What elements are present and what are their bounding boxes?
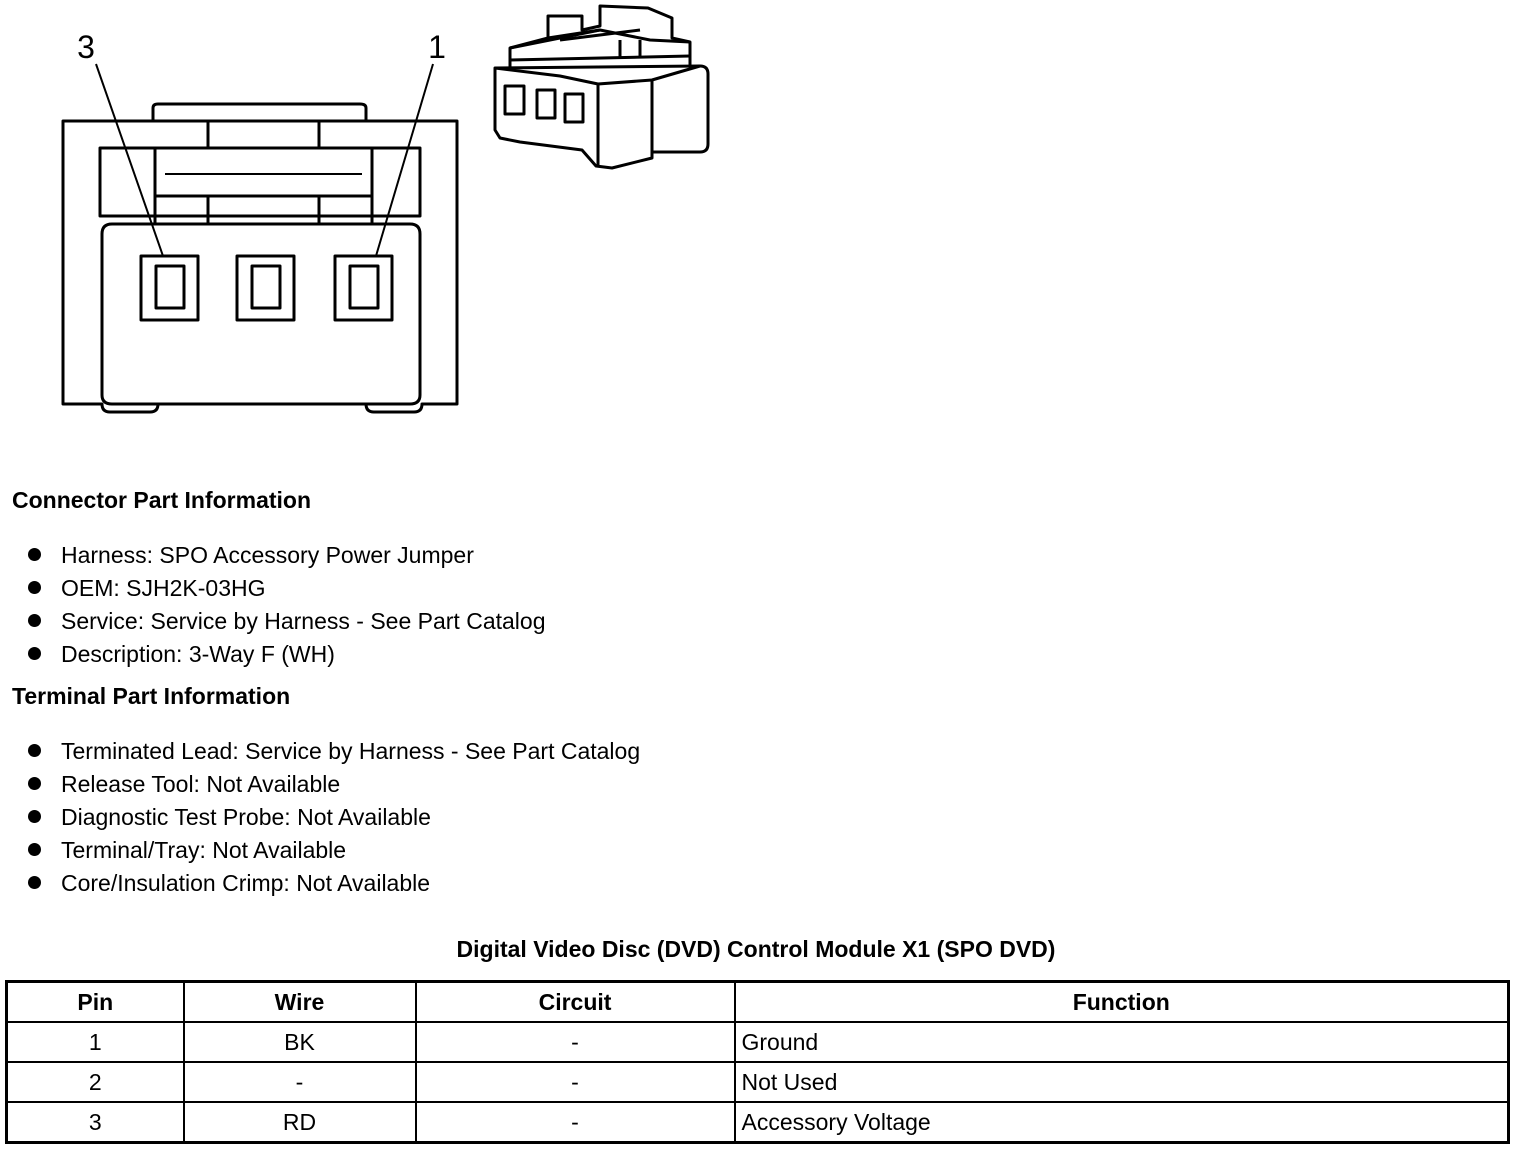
list-item: Release Tool: Not Available — [28, 767, 640, 800]
cell-wire: RD — [182, 1101, 417, 1144]
cell-pin: 2 — [5, 1061, 185, 1103]
bullet-icon — [28, 548, 41, 561]
list-item: Diagnostic Test Probe: Not Available — [28, 800, 640, 833]
bullet-icon — [28, 876, 41, 889]
list-item: Harness: SPO Accessory Power Jumper — [28, 538, 545, 571]
table-row: 1 BK - Ground — [5, 1021, 1510, 1063]
bullet-icon — [28, 647, 41, 660]
cell-wire: - — [182, 1061, 417, 1103]
bullet-icon — [28, 777, 41, 790]
bullet-icon — [28, 810, 41, 823]
column-header-function: Function — [733, 980, 1510, 1023]
column-header-wire: Wire — [182, 980, 417, 1023]
connector-info-heading: Connector Part Information — [12, 487, 312, 513]
list-item: Service: Service by Harness - See Part C… — [28, 604, 545, 637]
list-item: Terminal/Tray: Not Available — [28, 833, 640, 866]
cell-pin: 1 — [5, 1021, 185, 1063]
list-item: Terminated Lead: Service by Harness - Se… — [28, 734, 640, 767]
bullet-icon — [28, 744, 41, 757]
cell-function: Accessory Voltage — [733, 1101, 1510, 1144]
cell-pin: 3 — [5, 1101, 185, 1144]
cell-circuit: - — [414, 1101, 736, 1144]
column-header-pin: Pin — [5, 980, 185, 1023]
table-header-row: Pin Wire Circuit Function — [5, 980, 1510, 1023]
bullet-icon — [28, 614, 41, 627]
list-item: OEM: SJH2K-03HG — [28, 571, 545, 604]
terminal-info-heading: Terminal Part Information — [12, 683, 291, 709]
bullet-icon — [28, 843, 41, 856]
cell-circuit: - — [414, 1061, 736, 1103]
cell-function: Not Used — [733, 1061, 1510, 1103]
pin-label-3: 3 — [77, 29, 95, 65]
table-row: 2 - - Not Used — [5, 1061, 1510, 1103]
pinout-table: Pin Wire Circuit Function 1 BK - Ground … — [5, 980, 1510, 1144]
connector-diagram: 3 1 — [61, 4, 710, 414]
column-header-circuit: Circuit — [414, 980, 736, 1023]
table-title: Digital Video Disc (DVD) Control Module … — [456, 936, 1056, 962]
bullet-icon — [28, 581, 41, 594]
list-item: Core/Insulation Crimp: Not Available — [28, 866, 640, 899]
connector-info-list: Harness: SPO Accessory Power Jumper OEM:… — [28, 538, 545, 670]
cell-function: Ground — [733, 1021, 1510, 1063]
table-row: 3 RD - Accessory Voltage — [5, 1101, 1510, 1144]
terminal-info-list: Terminated Lead: Service by Harness - Se… — [28, 734, 640, 899]
pin-label-1: 1 — [428, 29, 446, 65]
cell-circuit: - — [414, 1021, 736, 1063]
cell-wire: BK — [182, 1021, 417, 1063]
list-item: Description: 3-Way F (WH) — [28, 637, 545, 670]
